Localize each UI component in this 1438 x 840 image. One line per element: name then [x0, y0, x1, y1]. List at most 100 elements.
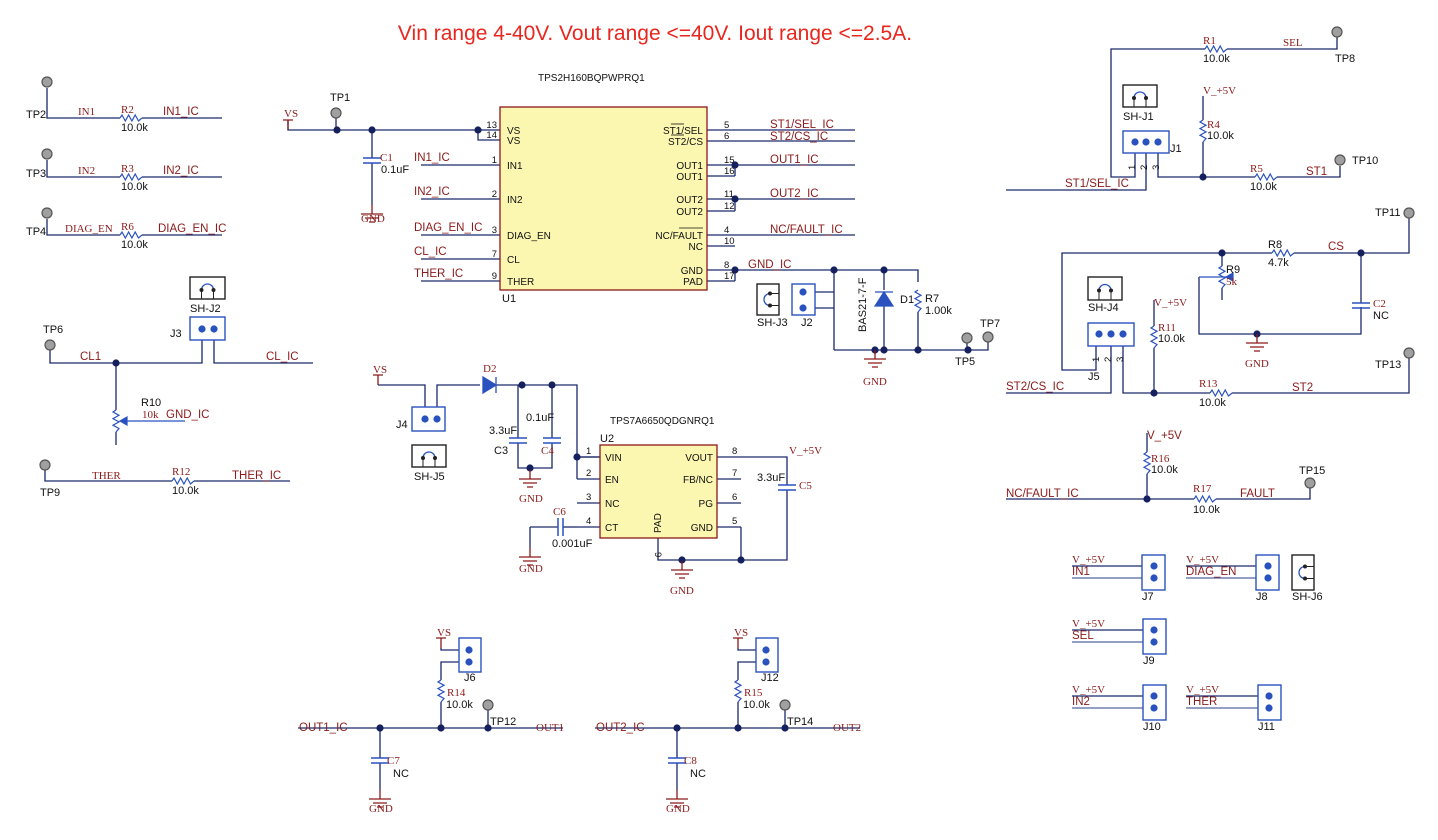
symbols: [39, 26, 1415, 808]
label-test-points-tp3: TP3: [26, 168, 46, 180]
test-point-icon: [982, 331, 994, 343]
test-point-icon: [41, 207, 53, 219]
label-components-c6-ref: C6: [553, 506, 566, 518]
label-nets-fault: FAULT: [1240, 488, 1275, 500]
shunt-jumper: [1122, 84, 1158, 108]
label-components-r7-ref: R7: [925, 293, 939, 305]
label-nets-gnd: GND: [1245, 358, 1269, 370]
resistor-icon: [1209, 388, 1233, 398]
label-nets-st1-sel-ic: ST1/SEL_IC: [770, 119, 834, 131]
label-nets-out1: OUT1: [536, 722, 564, 734]
test-point-icon: [1403, 347, 1415, 359]
header-connector: [189, 316, 226, 341]
label-nets-diag-en: DIAG_EN: [65, 223, 113, 235]
resistor-icon: [1254, 172, 1278, 182]
label-u1-part: TPS2H160BQPWPRQ1: [538, 73, 645, 84]
header-pin: [1142, 138, 1150, 146]
label-nets-cl-ic: CL_IC: [414, 246, 447, 258]
wire: [1216, 488, 1311, 500]
label-u1-pins-left-1-name: VS: [507, 136, 521, 147]
junction-dot: [880, 266, 888, 274]
label-components-c7-ref: C7: [387, 755, 400, 767]
header-connector: [1142, 684, 1167, 721]
shunt-pin: [199, 288, 204, 292]
label-components-d1-ref: D1: [900, 294, 914, 306]
label-u1-pins-right-6-name: NC/FAULT: [655, 231, 703, 242]
label-nets-ther: THER: [1186, 696, 1217, 708]
label-u2-part: TPS7A6650QDGNRQ1: [610, 416, 715, 427]
test-point-icon: [1334, 154, 1346, 166]
ground-icon: [361, 205, 383, 223]
label-components-r11-value: 10.0k: [1158, 333, 1185, 345]
junction-dot: [112, 359, 120, 367]
label-components-r6-value: 10.0k: [121, 239, 148, 251]
test-point-icon: [1331, 26, 1343, 38]
header-connector: [1142, 618, 1167, 655]
label-u1-pins-right-7-num: 10: [724, 236, 735, 247]
junction-dot: [1143, 495, 1151, 503]
label-u1-pins-right-9-name: PAD: [683, 277, 703, 288]
junction-dot: [781, 724, 789, 732]
label-u2-pins-left-1-name: EN: [605, 475, 619, 486]
label-components-r16-ref: R16: [1151, 453, 1170, 465]
label-nets-v5: V_+5V: [1072, 554, 1105, 566]
label-u1-pins-right-1-name: ST2/CS: [668, 137, 703, 148]
shunt-pin: [1144, 96, 1148, 100]
header-connector: [1257, 684, 1282, 721]
label-components-r16-value: 10.0k: [1151, 464, 1178, 476]
header-pin: [465, 646, 473, 654]
label-u1-pins-right-2-num: 15: [724, 155, 735, 166]
header-pin: [1095, 330, 1103, 338]
wire: [517, 443, 553, 469]
diode-icon: [482, 375, 498, 395]
test-point-icon: [330, 107, 342, 119]
label-connectors-j3: J3: [170, 328, 182, 340]
label-nets-nc-fault-ic: NC/FAULT_IC: [770, 224, 843, 236]
label-components-r1-ref: R1: [1203, 35, 1216, 47]
wire: [287, 120, 500, 131]
label-connectors-j4: J4: [396, 419, 408, 431]
wire: [1294, 218, 1410, 254]
header-pin: [1150, 562, 1158, 570]
label-nets-gnd-ic: GND_IC: [748, 259, 791, 271]
resistor-icon: [1271, 248, 1295, 258]
label-test-points-tp5: TP5: [955, 356, 975, 368]
label-nets-in1-ic: IN1_IC: [163, 106, 199, 118]
label-nets-st2-cs-ic: ST2/CS_IC: [770, 131, 828, 143]
label-u2-pins-right-1-name: FB/NC: [683, 475, 713, 486]
test-point-icon: [1304, 477, 1316, 489]
header-pin: [421, 415, 429, 423]
label-test-points-tp2: TP2: [26, 109, 46, 121]
label-connectors-sh-j4: SH-J4: [1088, 302, 1119, 314]
label-nets-vs: VS: [373, 364, 387, 376]
label-components-r3-value: 10.0k: [121, 181, 148, 193]
capacitor-icon: [557, 518, 564, 536]
label-test-points-tp4: TP4: [26, 226, 46, 238]
wire: [44, 470, 172, 482]
label-nets-ther-ic: THER_IC: [414, 268, 463, 280]
label-u1-pins-left-1-num: 14: [486, 130, 497, 141]
junction-dot: [526, 464, 534, 472]
label-nets-vs: VS: [284, 108, 298, 120]
label-nets-cl1: CL1: [80, 351, 101, 363]
label-u1-pins-right-6-num: 4: [724, 225, 729, 236]
shunt-pin: [1303, 576, 1307, 581]
label-test-points-tp7: TP7: [980, 318, 1000, 330]
label-connectors-j2: J2: [801, 317, 813, 329]
power-port-icon: [436, 637, 446, 648]
label-connectors-j8: J8: [1256, 591, 1268, 603]
label-components-r4-value: 10.0k: [1207, 130, 1234, 142]
wire: [735, 269, 919, 282]
wire: [968, 342, 989, 351]
label-connectors-pin1: 1: [1127, 165, 1138, 170]
capacitor-icon: [1352, 302, 1370, 309]
label-nets-st1-sel-ic: ST1/SEL_IC: [1065, 178, 1129, 190]
label-connectors-j11: J11: [1258, 721, 1275, 733]
label-components-c8-value: NC: [690, 768, 706, 780]
junction-dot: [678, 556, 686, 564]
test-point-icon: [41, 76, 53, 88]
label-components-r5-ref: R5: [1250, 163, 1263, 175]
label-nets-sel: SEL: [1072, 630, 1094, 642]
junction-dot: [437, 724, 445, 732]
label-components-r10-ref: R10: [141, 397, 161, 409]
